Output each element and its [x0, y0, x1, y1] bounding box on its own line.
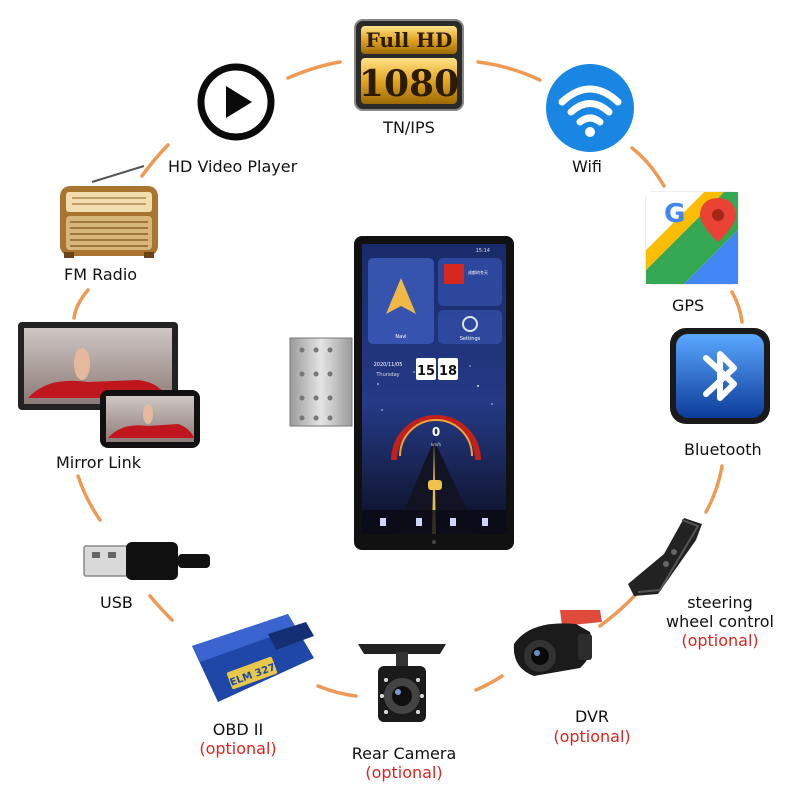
obd-label: OBD II — [212, 720, 264, 739]
steering-remote-icon — [624, 510, 720, 606]
steering-label-line1: steering — [687, 593, 753, 612]
obd-optional: (optional) — [199, 739, 277, 758]
mirror-link-label: Mirror Link — [56, 453, 141, 472]
tile-navi-label: Navi — [395, 334, 406, 340]
rear-camera-label: Rear Camera — [351, 744, 457, 763]
obd-scanner-icon: ELM 327 — [172, 606, 320, 712]
usb-label: USB — [100, 593, 133, 612]
clock-hour: 15 — [417, 364, 435, 379]
screen-status-time: 15:14 — [476, 248, 490, 254]
full-hd-label: TN/IPS — [383, 118, 435, 137]
rear-camera-optional: (optional) — [365, 763, 443, 782]
dashcam-icon — [500, 604, 610, 698]
speed-unit: km/h — [431, 442, 442, 447]
speed-value: 0 — [432, 425, 440, 439]
usb-plug-icon — [82, 538, 212, 592]
play-icon — [194, 62, 284, 148]
gps-label: GPS — [672, 296, 705, 315]
media-title: 成都的冬天 — [468, 269, 488, 275]
screen-weekday: Thursday — [375, 372, 399, 378]
video-player-label: HD Video Player — [168, 157, 298, 176]
steering-label-line2: wheel control — [666, 612, 774, 631]
feature-full-hd: Full HD 1080 TN/IPS — [340, 18, 478, 137]
rear-camera-icon — [352, 638, 452, 746]
dvr-label: DVR — [574, 707, 610, 726]
tile-settings-label: Settings — [460, 336, 481, 342]
head-unit: 15:14 Navi Settings 成都的冬天 2020/11/05 Thu… — [282, 234, 518, 552]
screen-date: 2020/11/05 — [374, 362, 403, 368]
screen-mirror-icon — [18, 320, 210, 456]
wifi-label: Wifi — [572, 157, 602, 176]
steering-optional: (optional) — [681, 631, 759, 650]
map-pin-icon: G — [644, 190, 740, 290]
dvr-optional: (optional) — [553, 727, 631, 746]
full-hd-1080-icon: Full HD 1080 — [354, 19, 464, 111]
fm-radio-label: FM Radio — [64, 265, 138, 284]
bluetooth-icon — [668, 326, 772, 430]
full-hd-badge-bottom: 1080 — [359, 63, 459, 105]
full-hd-badge-top: Full HD — [366, 28, 453, 52]
wifi-icon — [544, 62, 636, 158]
radio-icon — [58, 164, 162, 264]
clock-minute: 18 — [439, 364, 457, 379]
svg-text:G: G — [664, 199, 685, 229]
bluetooth-label: Bluetooth — [684, 440, 762, 459]
